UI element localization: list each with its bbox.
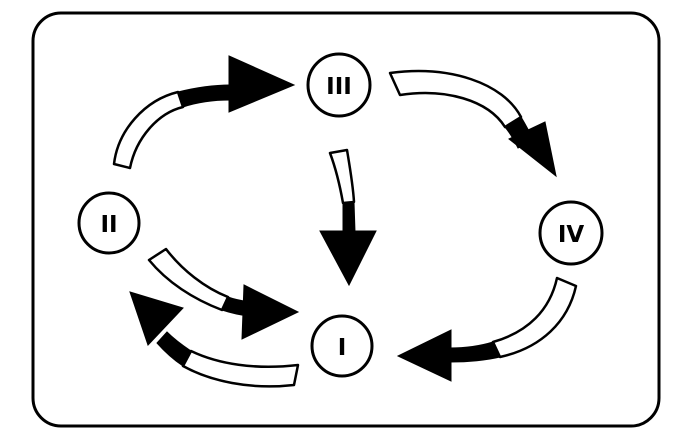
arrow-iii-to-i-shaft <box>342 201 356 233</box>
node-iv-label: IV <box>558 222 585 248</box>
arrow-iv-to-i-head <box>396 329 452 382</box>
arrow-i-to-ii-shaft <box>156 331 192 367</box>
arrow-iii-to-i <box>319 148 377 287</box>
node-iii-circle <box>306 52 372 118</box>
arrow-iii-to-iv <box>388 69 557 178</box>
node-iv: IV <box>538 200 604 266</box>
arrow-ii-to-iii-head <box>228 55 296 113</box>
arrow-ii-to-i <box>147 247 300 340</box>
arrow-iii-to-iv-head <box>508 121 557 178</box>
node-i: I <box>310 314 374 378</box>
arrow-i-to-ii-head <box>129 291 184 346</box>
arrow-i-to-ii <box>129 291 300 388</box>
arrow-iii-to-i-head <box>319 230 377 287</box>
arrow-ii-to-i-head <box>241 284 300 340</box>
node-ii: II <box>77 191 141 255</box>
node-iii-label: III <box>326 74 352 100</box>
arrow-iv-to-i <box>396 276 578 382</box>
node-iv-circle <box>538 200 604 266</box>
node-iii: III <box>306 52 372 118</box>
node-i-label: I <box>338 335 347 361</box>
node-ii-label: II <box>100 212 117 238</box>
node-i-circle <box>310 314 374 378</box>
arrow-ii-to-iii <box>112 55 296 170</box>
node-ii-circle <box>77 191 141 255</box>
